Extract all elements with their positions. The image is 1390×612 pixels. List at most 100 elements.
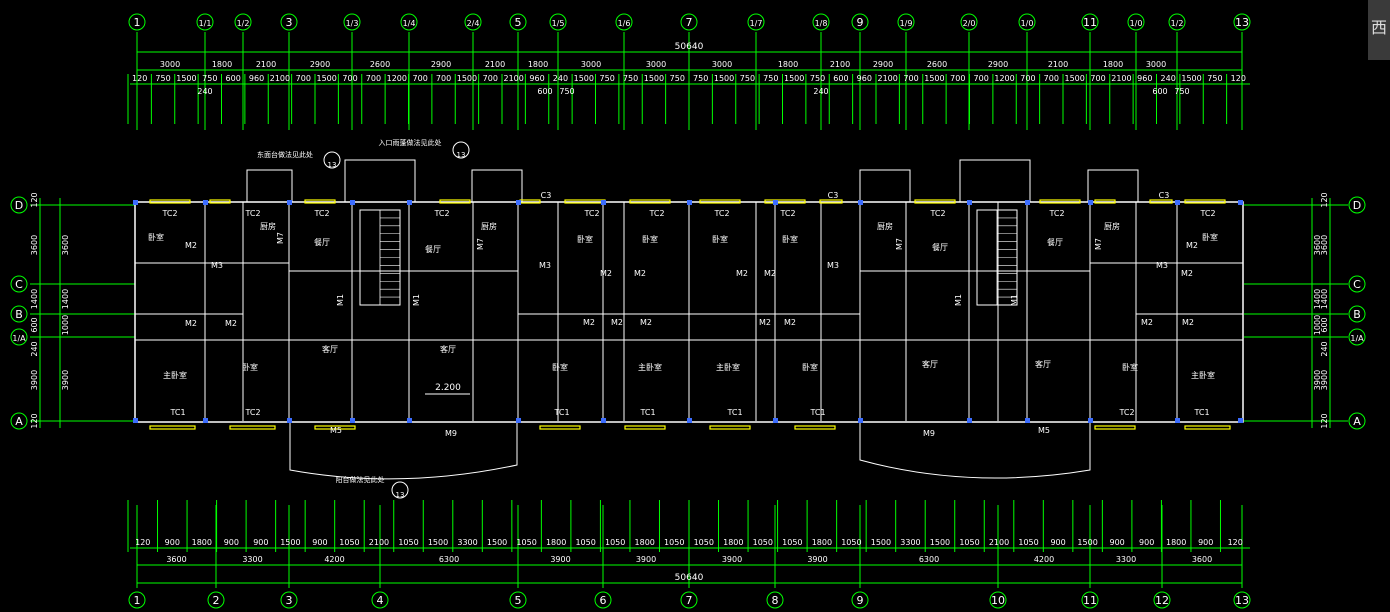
window-tag-tc2: TC2 bbox=[1199, 209, 1215, 218]
window-tag-c3: C3 bbox=[828, 191, 839, 200]
axis-bubble-top-circle bbox=[747, 13, 765, 31]
dimension-lines bbox=[39, 51, 1331, 584]
door-tag-m1: M1 bbox=[412, 294, 421, 306]
dim-text-bottom-row1: 1500 bbox=[487, 538, 507, 547]
column bbox=[687, 418, 692, 423]
grid-lines bbox=[30, 32, 1348, 588]
dim-text-top-row3: 600 bbox=[1152, 87, 1167, 96]
axis-bubble-right-label: B bbox=[1353, 308, 1361, 321]
window-top bbox=[149, 199, 191, 204]
axis-bubble-top-circle bbox=[897, 13, 915, 31]
dim-text-top-row2: 700 bbox=[1020, 74, 1035, 83]
dim-text-bottom-row2: 3300 bbox=[242, 555, 262, 564]
dim-text-bottom-row2: 6300 bbox=[439, 555, 459, 564]
axis-bubble-left-circle bbox=[10, 305, 28, 323]
dim-text-bottom-row1: 900 bbox=[1109, 538, 1124, 547]
axis-bubble-top-label: 3 bbox=[286, 16, 293, 29]
room-label-living: 客厅 bbox=[440, 344, 456, 354]
axis-bubble-top-circle bbox=[1233, 13, 1251, 31]
dim-text-top-row1: 2600 bbox=[927, 60, 947, 69]
dim-text-top-row2: 2100 bbox=[878, 74, 898, 83]
door-tag-m2: M2 bbox=[640, 318, 652, 327]
dim-text-top-row2: 750 bbox=[202, 74, 217, 83]
window-top bbox=[1094, 199, 1116, 204]
dim-text-top-row2: 2100 bbox=[504, 74, 524, 83]
detail-ref-circle bbox=[323, 151, 341, 169]
dim-text-top-row2: 2100 bbox=[1111, 74, 1131, 83]
dim-text-bottom-row2: 6300 bbox=[919, 555, 939, 564]
dim-text-bottom-row1: 900 bbox=[312, 538, 327, 547]
column bbox=[687, 200, 692, 205]
dim-text-bottom-row1: 120 bbox=[1228, 538, 1243, 547]
room-label-kitchen: 厨房 bbox=[481, 221, 497, 231]
axis-bubble-top-circle bbox=[680, 13, 698, 31]
door-tag-m1: M1 bbox=[954, 294, 963, 306]
detail-ref-circle bbox=[452, 141, 470, 159]
view-cube-label[interactable]: 西 bbox=[1368, 0, 1390, 60]
column bbox=[350, 418, 355, 423]
window-tag-tc2: TC2 bbox=[648, 209, 664, 218]
room-label-master-bedroom: 主卧室 bbox=[163, 370, 187, 380]
dim-text-right-inner: 3900 bbox=[1313, 370, 1322, 390]
door-tag-m2: M2 bbox=[583, 318, 595, 327]
dim-text-bottom-row1: 1500 bbox=[1077, 538, 1097, 547]
room-label-living: 客厅 bbox=[922, 359, 938, 369]
dim-text-top-row2: 1500 bbox=[457, 74, 477, 83]
axis-bubble-bottom-label: 12 bbox=[1155, 594, 1169, 607]
dim-text-top-row2: 700 bbox=[413, 74, 428, 83]
dim-text-top-row2: 750 bbox=[693, 74, 708, 83]
dim-text-left-inner: 3900 bbox=[61, 370, 70, 390]
dim-text-top-row2: 1500 bbox=[176, 74, 196, 83]
column bbox=[287, 200, 292, 205]
dim-text-top-row1: 3000 bbox=[1146, 60, 1166, 69]
dim-text-right-outer: 240 bbox=[1320, 341, 1329, 356]
axis-bubble-left-label: A bbox=[15, 415, 23, 428]
dim-text-left-inner: 1400 bbox=[61, 289, 70, 309]
axis-bubble-right-label: A bbox=[1353, 415, 1361, 428]
dim-text-top-row1: 2100 bbox=[830, 60, 850, 69]
window-bottom bbox=[149, 425, 196, 430]
dim-text-bottom-row1: 1500 bbox=[428, 538, 448, 547]
axis-bubble-left-circle bbox=[10, 412, 28, 430]
window-top bbox=[629, 199, 671, 204]
column bbox=[1088, 418, 1093, 423]
window-top bbox=[1039, 199, 1081, 204]
room-label-dining: 餐厅 bbox=[314, 238, 330, 247]
door-tag-m3: M3 bbox=[1156, 261, 1168, 270]
dim-text-top-row2: 750 bbox=[623, 74, 638, 83]
column bbox=[407, 418, 412, 423]
door-tag-m9: M9 bbox=[923, 429, 935, 438]
axis-bubble-bottom-circle bbox=[207, 591, 225, 609]
axis-bubble-bottom-label: 10 bbox=[991, 594, 1005, 607]
axis-bubble-top-label: 1/5 bbox=[552, 19, 565, 28]
dim-text-top-row2: 700 bbox=[436, 74, 451, 83]
column bbox=[133, 200, 138, 205]
dim-text-top-row2: 1500 bbox=[714, 74, 734, 83]
axis-bubble-bottom-label: 6 bbox=[600, 594, 607, 607]
detail-ref-label: 13 bbox=[457, 151, 466, 159]
window-tag-tc2: TC2 bbox=[433, 209, 449, 218]
room-label-master-bedroom: 主卧室 bbox=[638, 362, 662, 372]
column bbox=[601, 418, 606, 423]
dim-text-bottom-row1: 1050 bbox=[694, 538, 714, 547]
room-label-bedroom: 卧室 bbox=[782, 234, 798, 244]
dim-text-top-row2: 120 bbox=[132, 74, 147, 83]
room-label-living: 客厅 bbox=[322, 344, 338, 354]
column bbox=[203, 418, 208, 423]
dim-text-left-outer: 3600 bbox=[30, 235, 39, 255]
room-label-master-bedroom: 主卧室 bbox=[1191, 370, 1215, 380]
dim-text-top-row2: 960 bbox=[249, 74, 264, 83]
door-tag-m2: M2 bbox=[1141, 318, 1153, 327]
dim-text-bottom-row1: 1800 bbox=[192, 538, 212, 547]
axis-bubble-left-circle bbox=[10, 328, 28, 346]
window-tag-tc2: TC2 bbox=[313, 209, 329, 218]
axis-bubble-top-label: 1/9 bbox=[900, 19, 913, 28]
dim-text-top-row1: 3000 bbox=[160, 60, 180, 69]
window-tag-tc1: TC1 bbox=[1193, 408, 1209, 417]
dim-text-total-top: 50640 bbox=[675, 42, 704, 52]
axis-bubble-bottom-circle bbox=[371, 591, 389, 609]
axis-bubble-top-label: 11 bbox=[1083, 16, 1097, 29]
door-tag-m3: M3 bbox=[539, 261, 551, 270]
note-terrace: 阳台做法见此处 bbox=[336, 475, 385, 484]
